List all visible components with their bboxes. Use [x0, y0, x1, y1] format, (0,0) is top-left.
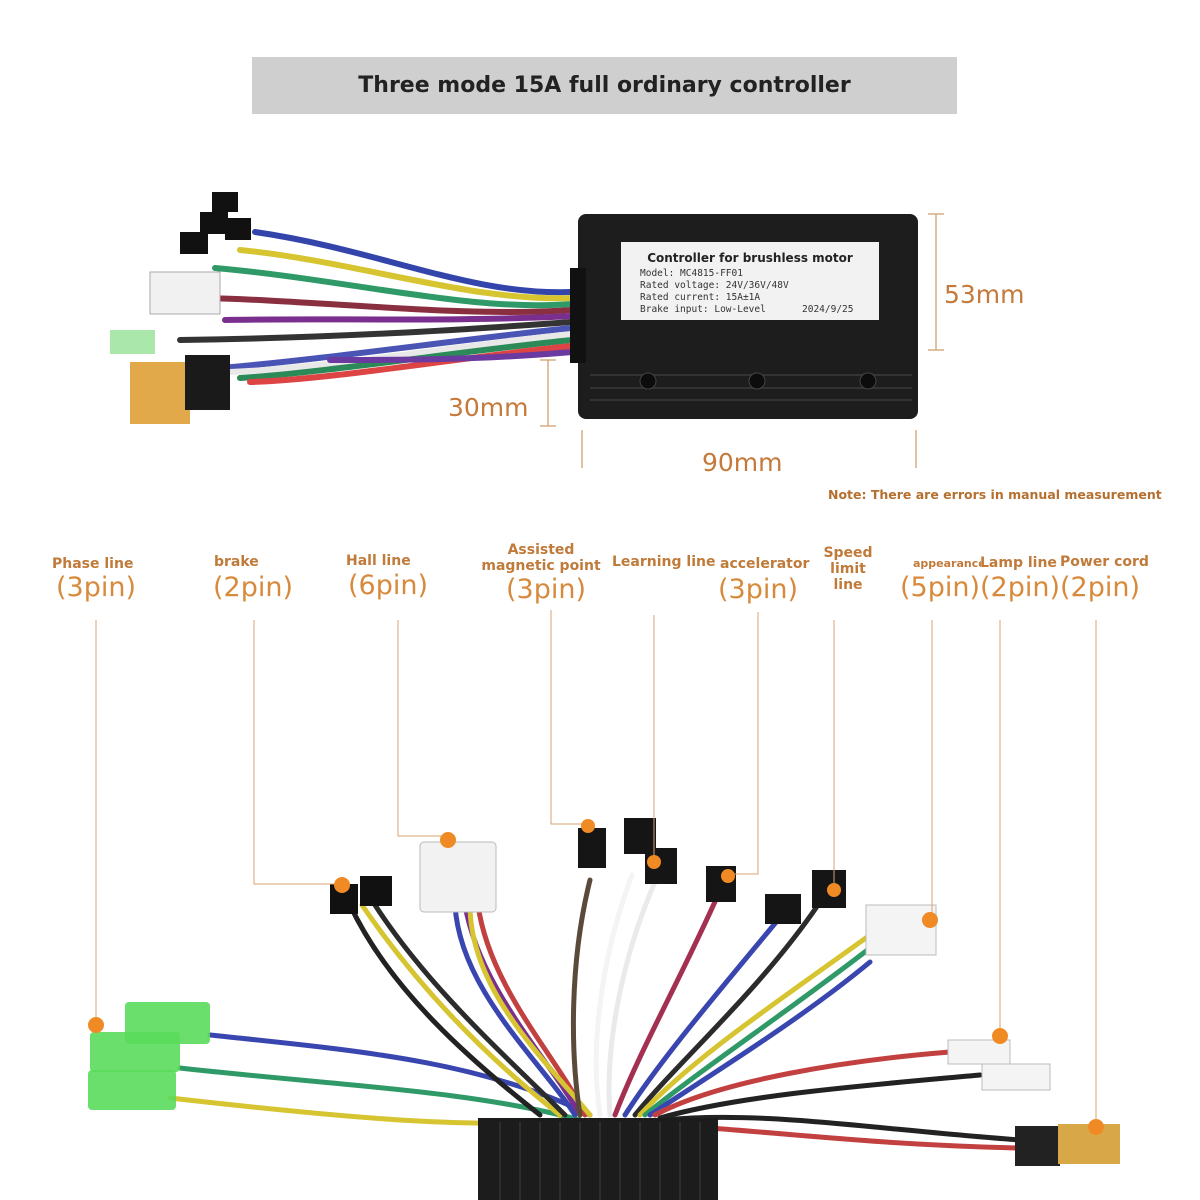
label-learning-line: Learning line — [612, 554, 716, 570]
callout-dot-brake — [334, 877, 350, 893]
pins-hall-line: (6pin) — [348, 570, 428, 601]
product-label-date: 2024/9/25 — [802, 304, 853, 315]
pins-accelerator: (3pin) — [718, 574, 798, 605]
label-phase-line: Phase line — [52, 556, 134, 572]
pins-phase-line: (3pin) — [56, 572, 136, 603]
callout-dot-phase-line — [88, 1017, 104, 1033]
pins-assisted-magnetic-point: (3pin) — [506, 574, 586, 605]
leader-lines — [95, 610, 1097, 1128]
label-accelerator: accelerator — [720, 556, 810, 572]
label-brake: brake — [214, 554, 259, 570]
product-label-line: Rated current: 15A±1A — [640, 292, 760, 303]
label-assisted-magnetic-point: Assisted magnetic point — [481, 542, 601, 574]
pins-brake: (2pin) — [213, 572, 293, 603]
label-lamp-line: Lamp line — [980, 555, 1057, 571]
dimension-length: 90mm — [702, 448, 783, 477]
dimension-lines — [540, 213, 944, 468]
callout-dot-appearance — [922, 912, 938, 928]
product-label-heading: Controller for brushless motor — [647, 251, 853, 265]
callout-dot-assisted — [581, 819, 595, 833]
label-speed-limit-line: Speed limit line — [823, 545, 873, 593]
pins-power-cord: (2pin) — [1060, 572, 1140, 603]
product-label-line: Rated voltage: 24V/36V/48V — [640, 280, 789, 291]
label-appearance: appearance — [913, 557, 981, 570]
product-label-line: Model: MC4815-FF01 — [640, 268, 743, 279]
callout-dot-speed-limit — [827, 883, 841, 897]
wiring-photo — [88, 818, 1120, 1200]
callout-dot-hall-line — [440, 832, 456, 848]
callout-dot-learning-line — [647, 855, 661, 869]
callout-dot-lamp-line — [992, 1028, 1008, 1044]
controller-photo: Controller for brushless motor Model: MC… — [110, 192, 918, 424]
label-hall-line: Hall line — [346, 553, 411, 569]
title: Three mode 15A full ordinary controller — [358, 73, 851, 98]
callout-dot-power-cord — [1088, 1119, 1104, 1135]
label-power-cord: Power cord — [1060, 554, 1149, 570]
dimension-thickness: 30mm — [448, 393, 529, 422]
title-banner: Three mode 15A full ordinary controller — [252, 57, 957, 114]
product-label-line: Brake input: Low-Level — [640, 304, 766, 315]
callout-dots — [88, 819, 1104, 1135]
dimension-height: 53mm — [944, 280, 1025, 309]
measurement-note: Note: There are errors in manual measure… — [828, 487, 1162, 502]
pins-appearance: (5pin) — [900, 572, 980, 603]
callout-dot-accelerator — [721, 869, 735, 883]
pins-lamp-line: (2pin) — [980, 572, 1060, 603]
